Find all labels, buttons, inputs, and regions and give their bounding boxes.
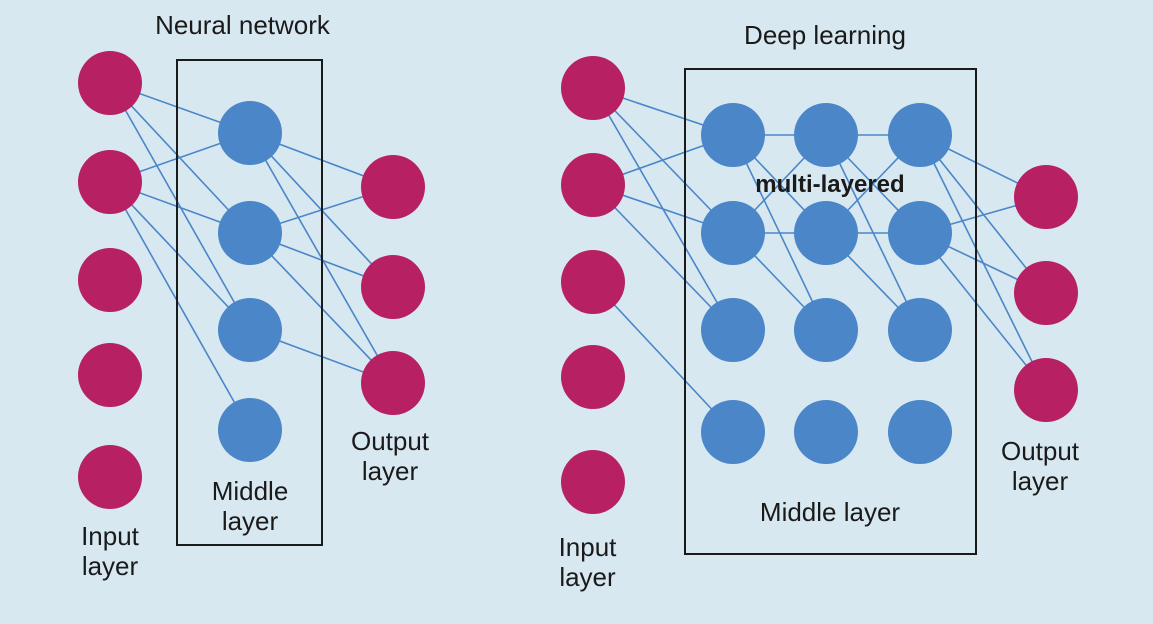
nodes xyxy=(78,51,1078,514)
right-hidden-node-layer2 xyxy=(794,201,858,265)
right-output-layer-label-line1: Output xyxy=(1000,436,1080,466)
right-hidden-node-layer3 xyxy=(888,103,952,167)
left-output-node xyxy=(361,255,425,319)
left-input-node xyxy=(78,248,142,312)
right-output-node xyxy=(1014,358,1078,422)
left-middle-layer-label-line2: layer xyxy=(221,506,279,536)
right-input-layer-label-line1: Input xyxy=(558,532,617,562)
right-input-node xyxy=(561,56,625,120)
left-connection-input-to-middle xyxy=(109,82,251,331)
left-middle-node xyxy=(218,398,282,462)
right-hidden-node-layer1 xyxy=(701,298,765,362)
left-middle-layer-box xyxy=(176,59,323,546)
left-middle-node xyxy=(218,101,282,165)
right-hidden-node-layer3 xyxy=(888,298,952,362)
left-input-node xyxy=(78,51,142,115)
right-output-node xyxy=(1014,165,1078,229)
right-connection-hidden3-to-output xyxy=(919,232,1047,391)
multi-layered-annotation: multi-layered xyxy=(755,171,905,198)
right-hidden-node-layer1 xyxy=(701,400,765,464)
left-connection-input-to-middle xyxy=(109,181,251,431)
right-connection-input-to-hidden1 xyxy=(592,281,734,433)
right-input-node xyxy=(561,345,625,409)
left-middle-node xyxy=(218,298,282,362)
right-hidden-node-layer1 xyxy=(701,103,765,167)
left-middle-node xyxy=(218,201,282,265)
right-input-node xyxy=(561,153,625,217)
right-output-node xyxy=(1014,261,1078,325)
right-hidden-node-layer2 xyxy=(794,400,858,464)
right-hidden-node-layer3 xyxy=(888,201,952,265)
left-input-node xyxy=(78,343,142,407)
left-input-layer-label-line1: Input xyxy=(81,521,139,551)
right-middle-layer-box xyxy=(684,68,977,555)
right-middle-layer-label: Middle layer xyxy=(759,497,901,527)
left-input-node xyxy=(78,150,142,214)
left-output-layer-label-line2: layer xyxy=(361,456,419,486)
right-hidden-node-layer2 xyxy=(794,298,858,362)
right-hidden-node-layer1 xyxy=(701,201,765,265)
left-input-layer-label-line2: layer xyxy=(81,551,139,581)
right-diagram-title: Deep learning xyxy=(744,20,906,50)
left-output-layer-label-line1: Output xyxy=(350,426,430,456)
right-input-node xyxy=(561,450,625,514)
left-middle-layer-label-line1: Middle xyxy=(211,476,289,506)
right-output-layer-label-line2: layer xyxy=(1011,466,1069,496)
left-diagram-title: Neural network xyxy=(155,10,330,40)
right-hidden-node-layer3 xyxy=(888,400,952,464)
left-output-node xyxy=(361,351,425,415)
left-input-node xyxy=(78,445,142,509)
right-connection-input-to-hidden1 xyxy=(592,184,734,331)
right-input-layer-label-line2: layer xyxy=(559,562,616,592)
right-hidden-node-layer2 xyxy=(794,103,858,167)
right-connection-hidden3-to-output xyxy=(919,134,1047,294)
left-connection-input-to-middle xyxy=(109,181,251,331)
left-output-node xyxy=(361,155,425,219)
right-input-node xyxy=(561,250,625,314)
